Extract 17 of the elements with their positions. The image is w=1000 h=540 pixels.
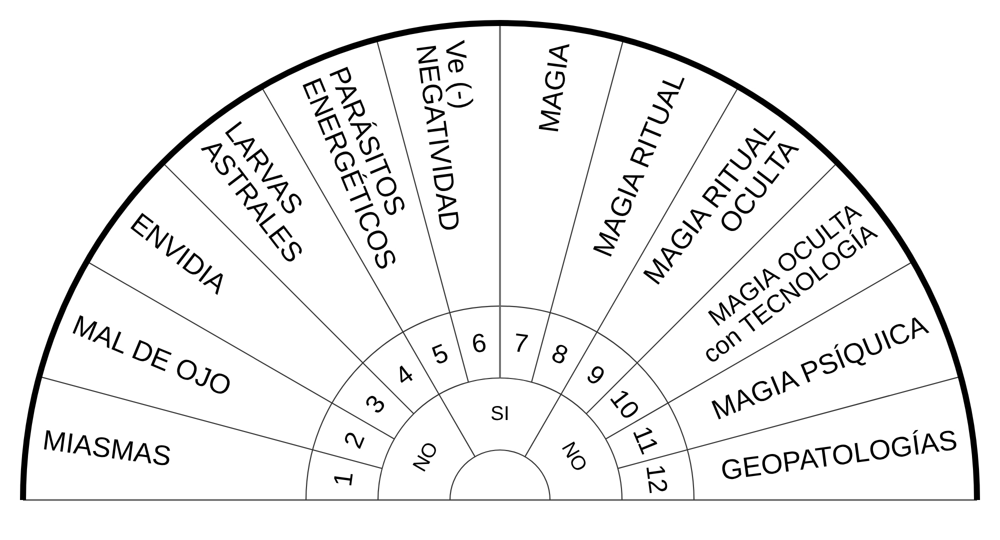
answer-label: NO [409,439,442,475]
sector-number: 7 [512,330,530,358]
sector-number: 1 [330,470,358,488]
sector-number: 6 [470,330,488,358]
sector-label: MAL DE OJO [68,310,236,402]
sector-number: 5 [428,339,452,369]
sector-number: 12 [642,463,672,496]
sector-number: 4 [390,360,418,390]
sector-number: 2 [339,428,369,452]
sector-number: 3 [360,390,390,418]
answer-label: SI [490,404,510,424]
sector-label: MIASMAS [41,425,173,472]
sector-label: Ve (-) NEGATIVIDAD [410,39,496,246]
answer-label: NO [558,439,591,475]
sector-number: 8 [548,339,572,369]
sector-label: MAGIA [534,41,575,134]
sector-number: 11 [628,422,664,457]
